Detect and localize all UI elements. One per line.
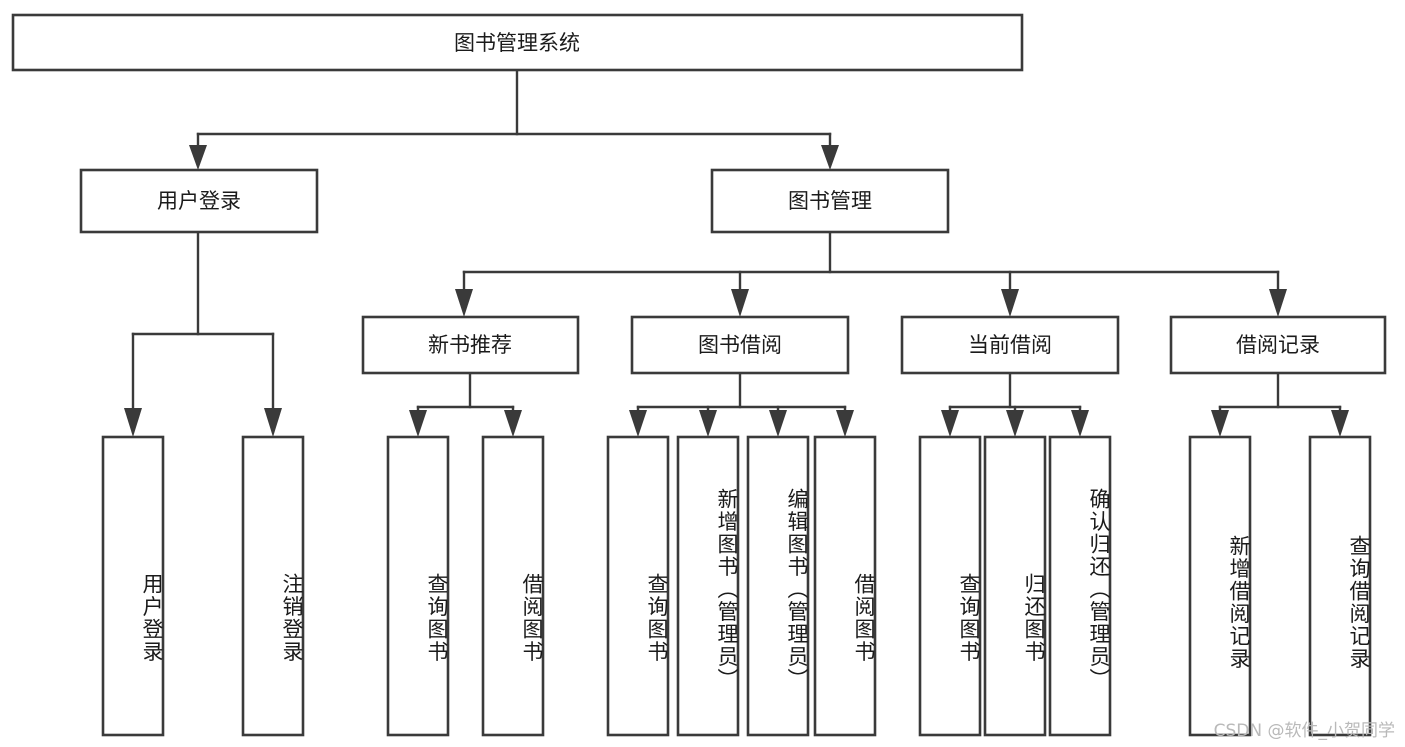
leaf-box-borrow-record-0[interactable] [1188,435,1252,737]
leaf-box-user-login-1[interactable] [241,435,305,737]
arrow-user-login-leaf-0 [124,408,142,437]
node-root-box[interactable] [11,13,1024,72]
csdn-watermark: CSDN @软件_小贺同学 [1213,721,1395,741]
arrow-borrow-record-leaf-0 [1211,410,1229,437]
connector-group-borrow-record [1211,371,1349,437]
connector-group-root [189,68,839,170]
arrow-current-borrow-leaf-0 [941,410,959,437]
node-new-book-box[interactable] [361,315,580,375]
node-book-mgmt-box[interactable] [710,168,950,234]
node-root-label: 图书管理系统 [454,31,580,55]
arrow-book-borrow-leaf-3 [836,410,854,437]
leaf-box-user-login-0[interactable] [101,435,165,737]
arrow-book-mgmt-to-new-book [455,289,473,317]
arrow-current-borrow-leaf-1 [1006,410,1024,437]
arrow-book-mgmt-to-record [1269,289,1287,317]
connector-group-book-borrow [629,371,854,437]
leaf-box-book-borrow-1[interactable] [676,435,740,737]
arrow-root-to-book-mgmt [821,145,839,170]
node-new-book-label: 新书推荐 [428,333,512,357]
node-user-login-label: 用户登录 [157,189,241,213]
arrow-book-borrow-leaf-0 [629,410,647,437]
node-book-mgmt-label: 图书管理 [788,189,872,213]
leaf-box-new-book-1[interactable] [481,435,545,737]
arrow-book-borrow-leaf-2 [769,410,787,437]
leaf-box-current-borrow-0[interactable] [918,435,982,737]
leaf-box-current-borrow-2[interactable] [1048,435,1112,737]
leaf-box-book-borrow-2[interactable] [746,435,810,737]
arrow-new-book-leaf-1 [504,410,522,437]
connector-group-book-mgmt [455,230,1287,317]
arrow-book-mgmt-to-current [1001,289,1019,317]
node-book-borrow-label: 图书借阅 [698,333,782,357]
node-book-borrow-box[interactable] [630,315,850,375]
arrow-new-book-leaf-0 [409,410,427,437]
connector-group-user-login [124,230,282,437]
connector-group-new-book [409,371,522,437]
leaf-box-current-borrow-1[interactable] [983,435,1047,737]
node-current-borrow-box[interactable] [900,315,1120,375]
node-user-login-box[interactable] [79,168,319,234]
node-borrow-record-box[interactable] [1169,315,1387,375]
leaf-box-new-book-0[interactable] [386,435,450,737]
arrow-book-borrow-leaf-1 [699,410,717,437]
connector-group-current-borrow [941,371,1089,437]
leaf-box-book-borrow-0[interactable] [606,435,670,737]
arrow-book-mgmt-to-borrow [731,289,749,317]
node-borrow-record-label: 借阅记录 [1236,333,1320,357]
arrow-root-to-user-login [189,145,207,170]
arrow-current-borrow-leaf-2 [1071,410,1089,437]
leaf-box-borrow-record-1[interactable] [1308,435,1372,737]
node-current-borrow-label: 当前借阅 [968,333,1052,357]
leaf-box-book-borrow-3[interactable] [813,435,877,737]
arrow-borrow-record-leaf-1 [1331,410,1349,437]
arrow-user-login-leaf-1 [264,408,282,437]
